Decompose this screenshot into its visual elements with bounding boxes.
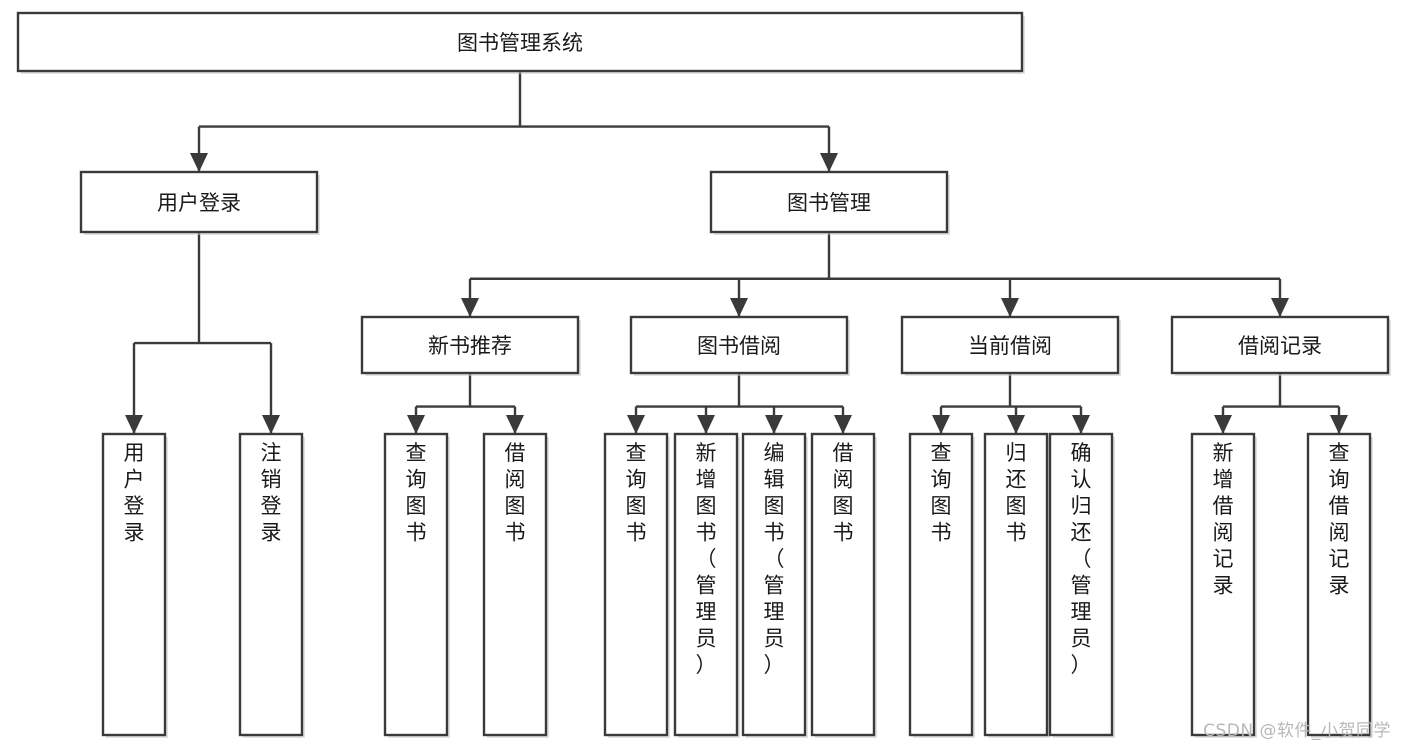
node-leaf-logout[interactable]: 注销登录 xyxy=(238,432,305,738)
node-box[interactable] xyxy=(79,170,319,234)
arrow-head-icon xyxy=(1214,415,1232,434)
node-user-login[interactable]: 用户登录 xyxy=(79,170,320,235)
arrow-head-icon xyxy=(932,415,950,434)
arrow-head-icon xyxy=(627,415,645,434)
node-label: 当前借阅 xyxy=(968,334,1052,358)
arrow-head-icon xyxy=(506,415,524,434)
node-box[interactable] xyxy=(741,432,807,737)
node-label: 查询图书 xyxy=(626,441,647,545)
nodes-layer: 图书管理系统用户登录图书管理新书推荐图书借阅当前借阅借阅记录用户登录注销登录查询… xyxy=(16,11,1391,738)
node-leaf-borrow-book[interactable]: 借阅图书 xyxy=(810,432,877,738)
node-label: 借阅图书 xyxy=(505,441,526,545)
node-box[interactable] xyxy=(1306,432,1372,737)
node-box[interactable] xyxy=(16,11,1024,73)
node-label: 查询图书 xyxy=(931,441,952,545)
arrow-head-icon xyxy=(407,415,425,434)
node-box[interactable] xyxy=(983,432,1049,737)
node-box[interactable] xyxy=(900,315,1120,375)
node-box[interactable] xyxy=(238,432,304,737)
node-box[interactable] xyxy=(629,315,849,375)
node-label: 图书管理系统 xyxy=(457,31,583,55)
connector-edges-layer xyxy=(125,71,1348,434)
arrow-head-icon xyxy=(262,415,280,434)
arrow-head-icon xyxy=(461,298,479,317)
node-leaf-confirm-return[interactable]: 确认归还（管理员） xyxy=(1048,432,1115,738)
node-book-management[interactable]: 图书管理 xyxy=(709,170,950,235)
node-leaf-user-login[interactable]: 用户登录 xyxy=(101,432,168,738)
node-box[interactable] xyxy=(709,170,949,234)
node-leaf-edit-book[interactable]: 编辑图书（管理员） xyxy=(741,432,808,738)
node-label: 图书借阅 xyxy=(697,334,781,358)
node-leaf-query-book-borrow[interactable]: 查询图书 xyxy=(603,432,670,738)
node-box[interactable] xyxy=(1048,432,1114,737)
node-new-book-recommend[interactable]: 新书推荐 xyxy=(360,315,581,376)
node-box[interactable] xyxy=(1190,432,1256,737)
node-box[interactable] xyxy=(482,432,548,737)
arrow-head-icon xyxy=(765,415,783,434)
node-leaf-query-borrow-record[interactable]: 查询借阅记录 xyxy=(1306,432,1373,738)
node-box[interactable] xyxy=(360,315,580,375)
node-leaf-return-book[interactable]: 归还图书 xyxy=(983,432,1050,738)
node-box[interactable] xyxy=(1170,315,1390,375)
node-box[interactable] xyxy=(810,432,876,737)
node-label: 借阅图书 xyxy=(833,441,854,545)
node-leaf-add-borrow-record[interactable]: 新增借阅记录 xyxy=(1190,432,1257,738)
node-box[interactable] xyxy=(603,432,669,737)
node-label: 图书管理 xyxy=(787,191,871,215)
arrow-head-icon xyxy=(190,153,208,172)
node-label: 借阅记录 xyxy=(1238,334,1322,358)
node-current-borrow[interactable]: 当前借阅 xyxy=(900,315,1121,376)
node-book-borrow[interactable]: 图书借阅 xyxy=(629,315,850,376)
node-label: 归还图书 xyxy=(1006,441,1027,545)
node-label: 查询借阅记录 xyxy=(1329,441,1350,598)
node-leaf-borrow-book-recommend[interactable]: 借阅图书 xyxy=(482,432,549,738)
node-box[interactable] xyxy=(101,432,167,737)
node-box[interactable] xyxy=(908,432,974,737)
arrow-head-icon xyxy=(697,415,715,434)
node-leaf-query-book-current[interactable]: 查询图书 xyxy=(908,432,975,738)
node-leaf-query-book-recommend[interactable]: 查询图书 xyxy=(383,432,450,738)
node-label: 查询图书 xyxy=(406,441,427,545)
node-label: 注销登录 xyxy=(261,441,282,545)
arrow-head-icon xyxy=(730,298,748,317)
node-label: 用户登录 xyxy=(157,191,241,215)
node-box[interactable] xyxy=(383,432,449,737)
arrow-head-icon xyxy=(1271,298,1289,317)
node-borrow-records[interactable]: 借阅记录 xyxy=(1170,315,1391,376)
arrow-head-icon xyxy=(1007,415,1025,434)
node-label: 新书推荐 xyxy=(428,334,512,358)
arrow-head-icon xyxy=(834,415,852,434)
node-label: 确认归还（管理员） xyxy=(1071,441,1092,677)
arrow-head-icon xyxy=(125,415,143,434)
arrow-head-icon xyxy=(1001,298,1019,317)
arrow-head-icon xyxy=(1330,415,1348,434)
node-label: 编辑图书（管理员） xyxy=(764,441,785,677)
node-label: 新增图书（管理员） xyxy=(696,441,717,677)
node-label: 新增借阅记录 xyxy=(1213,441,1234,598)
node-label: 用户登录 xyxy=(124,441,145,545)
arrow-head-icon xyxy=(1072,415,1090,434)
node-leaf-add-book[interactable]: 新增图书（管理员） xyxy=(673,432,740,738)
arrow-head-icon xyxy=(820,153,838,172)
node-root[interactable]: 图书管理系统 xyxy=(16,11,1025,74)
node-box[interactable] xyxy=(673,432,739,737)
